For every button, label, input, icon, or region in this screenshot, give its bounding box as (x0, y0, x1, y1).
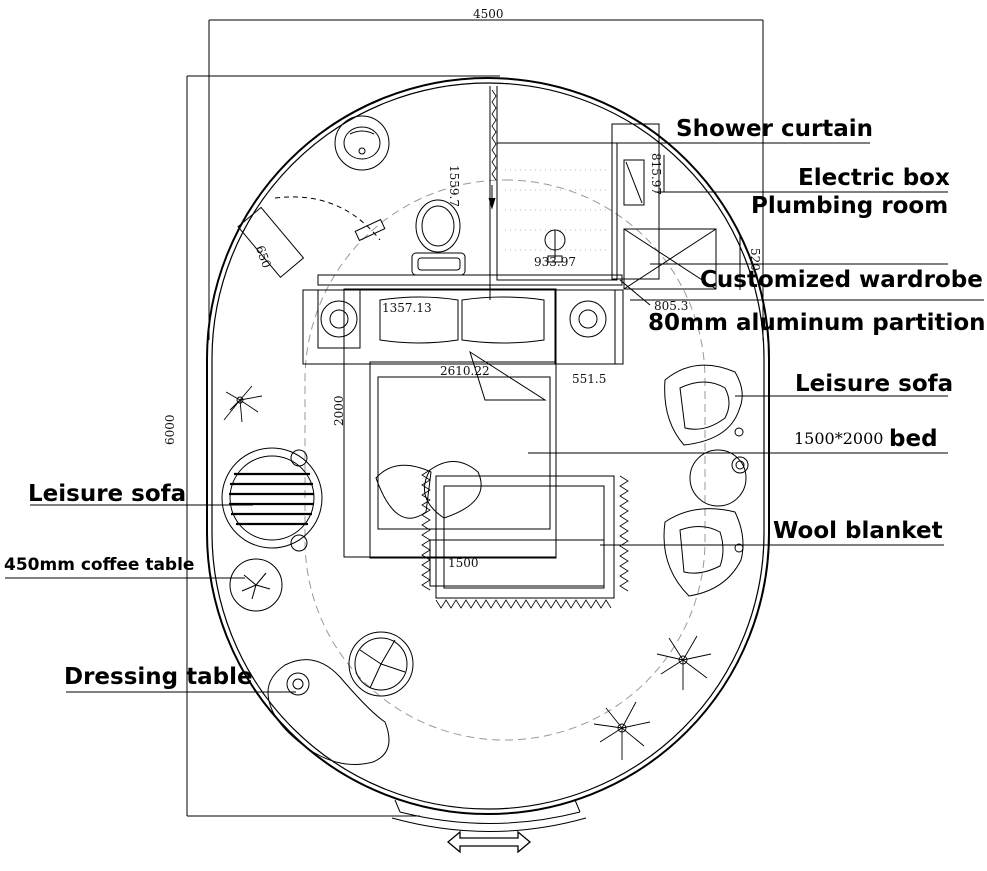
shower-curtain (491, 89, 497, 181)
nightstand-dim: 551.5 (572, 372, 607, 386)
plumbing-room (623, 228, 717, 290)
bed-length-dim: 2000 (332, 395, 346, 426)
outer-wall (206, 77, 770, 815)
coffee-table (229, 558, 283, 612)
stool (348, 631, 414, 697)
wool-blanket (421, 469, 629, 609)
label-leisure-sofa-left: Leisure sofa (28, 481, 187, 507)
dressing-table (267, 659, 390, 765)
aluminum-partition (317, 274, 623, 286)
label-plumbing-room: Plumbing room (751, 193, 949, 219)
sink-icon (334, 115, 390, 171)
label-aluminum-partition: 80mm aluminum partition (648, 310, 986, 336)
bed-span-dim: 2610.22 (440, 364, 490, 378)
headboard (302, 289, 624, 365)
shower-height: 1559.7 (447, 165, 461, 207)
dashed-circulation (304, 179, 706, 741)
headboard-dim: 1357.13 (382, 301, 432, 315)
pillow-right (461, 296, 545, 344)
label-electric-box: Electric box (798, 165, 950, 191)
leisure-sofa-right-top (664, 364, 744, 446)
label-dressing-table: Dressing table (64, 664, 253, 690)
bathroom-door (237, 196, 386, 278)
side-table-right (689, 449, 749, 507)
bed-width-dim: 1500 (448, 556, 479, 570)
width-total: 4500 (473, 7, 504, 21)
pillow-left (379, 296, 459, 344)
plant-icon (223, 385, 263, 423)
shower-width: 933.97 (534, 255, 576, 269)
label-leisure-sofa-right: Leisure sofa (795, 371, 954, 397)
plant-icon-2 (656, 635, 712, 690)
label-coffee-table: 450mm coffee table (4, 555, 195, 575)
label-bed: bed (889, 426, 938, 452)
label-bed-size: 1500*2000 (794, 429, 884, 448)
leisure-sofa-left (221, 447, 323, 552)
label-customized-wardrobe: Customized wardrobe (700, 267, 983, 293)
wardrobe-width: 805.3 (654, 299, 689, 313)
electric-box-dim: 815.97 (649, 153, 663, 195)
shower-icon (544, 229, 566, 263)
inner-wall (211, 82, 765, 810)
label-shower-curtain: Shower curtain (676, 116, 874, 142)
bed-outline (343, 288, 557, 558)
door-arrow-icon (446, 830, 532, 854)
electric-box (623, 159, 645, 206)
toilet-icon (411, 199, 466, 276)
height-total: 6000 (163, 414, 177, 445)
plant-icon-3 (593, 701, 651, 760)
leisure-sofa-right-bottom (663, 508, 744, 597)
label-wool-blanket: Wool blanket (773, 518, 943, 544)
